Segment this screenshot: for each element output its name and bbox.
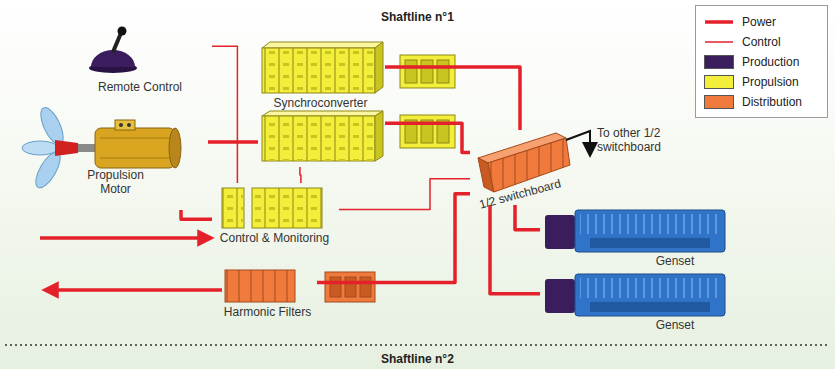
genset: Genset [540,272,732,334]
transformer-icon [400,55,455,88]
legend-text: Control [742,35,781,49]
power-line [385,67,520,130]
component-label: Genset [620,318,730,332]
legend-box: PowerControlProductionPropulsionDistribu… [695,5,828,118]
power-line [515,205,540,230]
legend-row: Propulsion [704,72,819,92]
power-line [317,194,470,283]
legend-line-sample [704,15,734,29]
harmonic-filters: Harmonic Filters [220,265,317,323]
genset-icon [545,210,725,252]
genset-icon [545,274,725,316]
component-label: Propulsion Motor [73,168,158,196]
remote-control: Remote Control [70,25,212,96]
legend-swatch [704,55,734,69]
switchboard: 1/2 switchboard [470,130,570,205]
remote-control-icon [89,27,137,74]
power-line [181,210,212,219]
component-label: Harmonic Filters [220,305,315,319]
legend-text: Propulsion [742,75,799,89]
legend-swatch [704,95,734,109]
power-line [385,123,470,152]
legend-row: Production [704,52,819,72]
control-monitoring: Control & Monitoring [212,183,339,249]
power-arrow [50,288,222,292]
control-cabinets [222,188,322,228]
legend-swatch [704,75,734,89]
legend-line [705,20,733,24]
control-line [339,179,470,210]
legend-text: Distribution [742,95,802,109]
component-label: Control & Monitoring [212,231,337,245]
legend-row: Control [704,32,819,52]
diagram-title: Shaftline n°1 [381,10,454,24]
control-line [300,167,301,183]
legend-row: Distribution [704,92,819,112]
genset: Genset [540,208,732,270]
legend-row: Power [704,12,819,32]
note-label: To other 1/2 switchboard [597,126,689,154]
control-line [212,46,237,183]
component-label: Remote Control [70,80,210,94]
legend-line [705,41,733,43]
power-arrow [40,236,206,240]
transformer-icon [400,115,455,148]
section-title: Shaftline n°2 [381,352,454,366]
legend-text: Power [742,15,776,29]
component-label: Synchroconverter [258,96,383,110]
legend-text: Production [742,55,799,69]
harmonic-filter-icon [225,270,375,302]
propulsion-motor: Propulsion Motor [28,110,208,210]
power-line [490,205,540,294]
power-line [208,140,258,144]
separator-line [5,344,830,346]
component-label: Genset [620,254,730,268]
legend-line-sample [704,35,734,49]
synchroconverter: Synchroconverter [258,42,385,167]
